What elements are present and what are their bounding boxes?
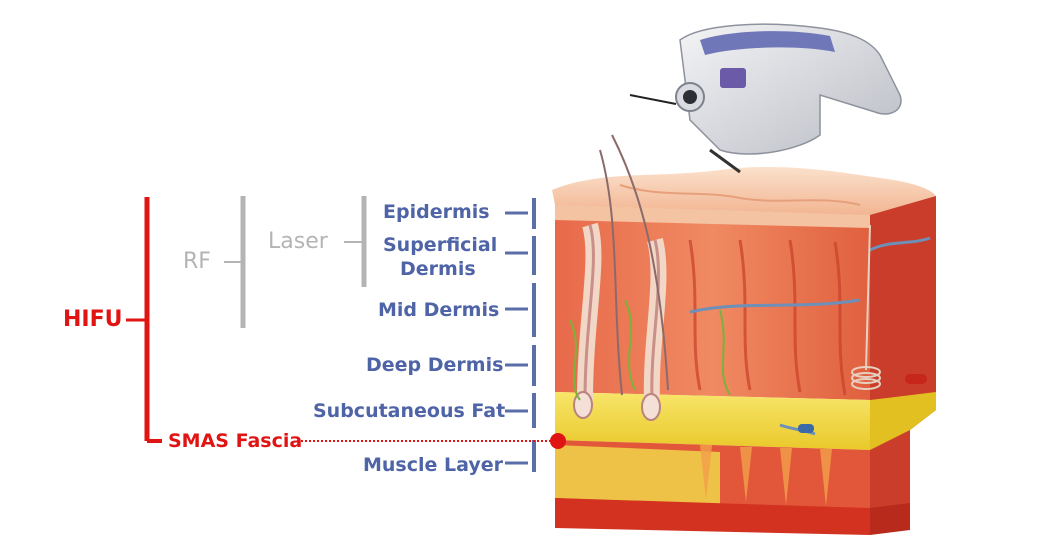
layer-depth-brackets (505, 198, 536, 472)
laser-bracket (344, 196, 367, 287)
hifu-focal-point (550, 433, 566, 449)
layer-deep-dermis: Deep Dermis (366, 354, 504, 376)
rf-label: RF (183, 249, 211, 274)
epidermis-top-surface (552, 167, 936, 215)
dermis-front-face (555, 205, 870, 400)
layer-superficial: Superficial (383, 234, 498, 256)
layer-subcutaneous-fat: Subcutaneous Fat (313, 400, 506, 422)
hifu-label: HIFU (63, 307, 123, 332)
hifu-bracket (126, 197, 162, 443)
layer-mid-dermis: Mid Dermis (378, 299, 500, 321)
layer-epidermis: Epidermis (383, 201, 490, 223)
skin-block-illustration (552, 134, 936, 535)
skin-block-side-face (870, 196, 936, 525)
smas-fascia-label: SMAS Fascia (168, 430, 303, 452)
layer-muscle: Muscle Layer (363, 454, 504, 476)
hair-follicle (573, 134, 669, 421)
hifu-handpiece-icon (629, 23, 902, 174)
layer-dermis: Dermis (400, 258, 476, 280)
fat-layer-band (555, 392, 870, 450)
laser-label: Laser (268, 229, 328, 254)
rf-bracket (224, 196, 246, 328)
